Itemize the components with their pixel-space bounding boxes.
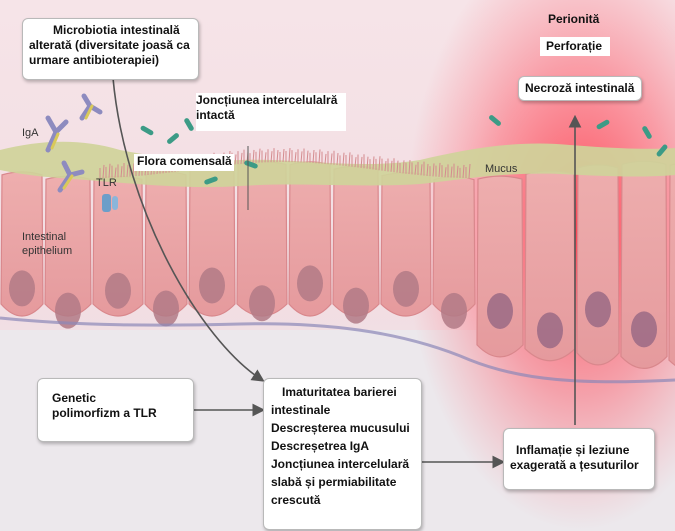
inflammation-line1: Inflamație și leziune [504,429,654,458]
epithelium-label-line2: epithelium [22,245,72,257]
flora-label: Flora comensală [134,154,234,169]
junction-line1: Joncțiunea intercelulalră [196,93,346,108]
epithelial-cell [477,176,523,357]
immaturity-line4: Descreșetrea IgA [264,439,421,454]
cell-nucleus [249,285,275,321]
cell-nucleus [585,291,611,327]
microbiota-line2: alterată (diversitate joasă ca [23,38,198,53]
inflammation-line2: exagerată a țesuturilor [504,458,654,473]
cell-nucleus [343,288,369,324]
junction-label: Joncțiunea intercelulalră intactă [196,93,346,131]
immaturity-line2: intestinale [264,403,421,418]
microbiota-line1: Microbiotia intestinală [23,19,198,38]
epithelial-cell [669,162,675,372]
cell-nucleus [297,265,323,301]
cell-nucleus [631,311,657,347]
necrosis-label: Necroză intestinală [519,77,641,96]
cell-nucleus [105,273,131,309]
immaturity-line3: Descreșterea mucusului [264,421,421,436]
microbiota-line3: urmare antibioterapiei) [23,53,198,68]
cell-nucleus [9,270,35,306]
cell-nucleus [393,271,419,307]
tlr-receptor [102,194,118,212]
iga-label: IgA [22,127,39,139]
immaturity-box: Imaturitatea barierei intestinale Descre… [263,378,422,530]
junction-line2: intactă [196,108,346,123]
cell-nucleus [199,267,225,303]
genetic-line2: polimorfizm a TLR [38,406,193,421]
peritonitis-label: Perionită [548,12,599,27]
genetic-box: Genetic polimorfizm a TLR [37,378,194,442]
immaturity-line1: Imaturitatea barierei [264,379,421,400]
immaturity-line6: slabă și permiabilitate [264,475,421,490]
perforation-label-bg: Perforație [540,37,610,56]
mucus-label: Mucus [485,163,517,175]
flora-label-bg: Flora comensală [134,154,234,171]
cell-nucleus [537,312,563,348]
microbiota-box: Microbiotia intestinală alterată (divers… [22,18,199,80]
immaturity-line7: crescută [264,493,421,508]
genetic-line1: Genetic [38,379,193,406]
immaturity-line5: Joncțiunea intercelulară [264,457,421,472]
perforation-label: Perforație [540,37,610,54]
cell-nucleus [487,293,513,329]
inflammation-box: Inflamație și leziune exagerată a țesutu… [503,428,655,490]
cell-nucleus [153,290,179,326]
cell-nucleus [441,293,467,329]
necrosis-box: Necroză intestinală [518,76,642,101]
tlr-label: TLR [96,177,117,189]
epithelium-label-line1: Intestinal [22,231,66,243]
epithelial-cell [577,165,619,365]
